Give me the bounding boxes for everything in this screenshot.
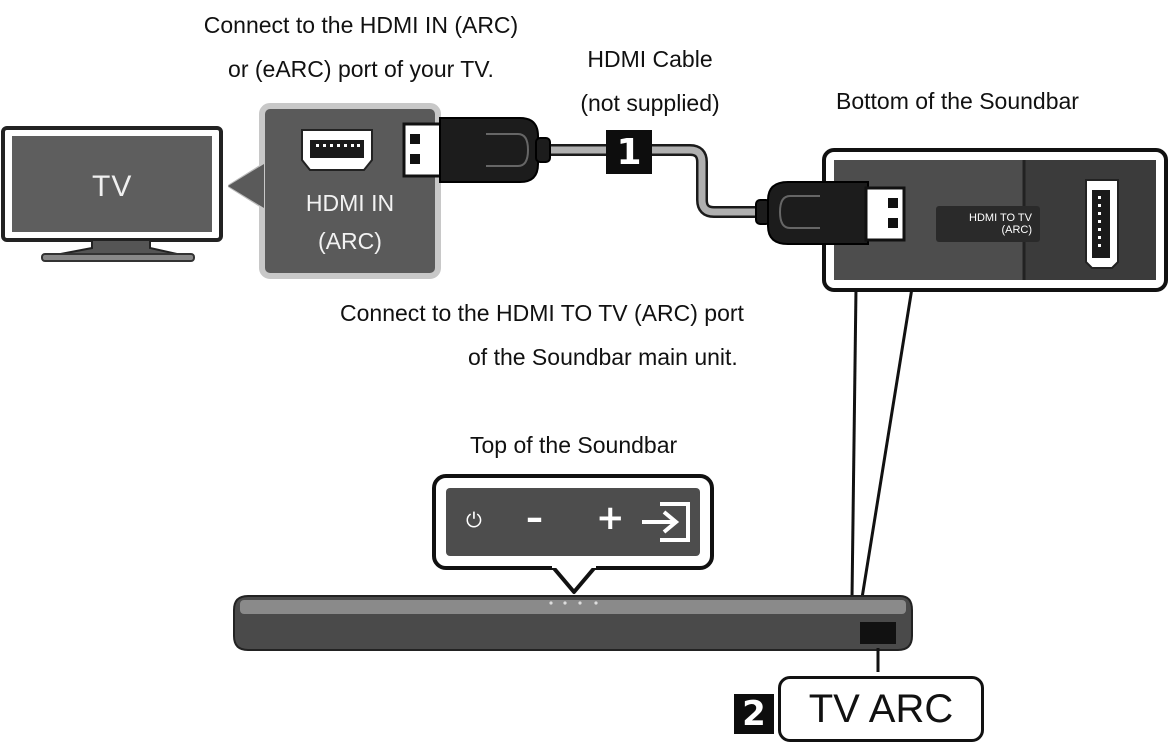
bottom-of-soundbar-label: Bottom of the Soundbar — [836, 88, 1079, 114]
tv-port-label-hdmi-in: HDMI IN — [305, 190, 395, 216]
tv-arc-indicator-label: TV ARC — [778, 676, 984, 742]
step-1-badge: 1 — [606, 130, 652, 174]
soundbar-port-label-arc: (ARC) — [1001, 224, 1032, 236]
connect-tv-instruction-line1: Connect to the HDMI IN (ARC) — [203, 12, 519, 38]
hdmi-cable — [542, 144, 776, 218]
tv-screen-label: TV — [92, 170, 133, 203]
top-of-soundbar-label: Top of the Soundbar — [470, 432, 678, 458]
connect-soundbar-instruction-line2: of the Soundbar main unit. — [468, 344, 738, 370]
source-icon — [642, 502, 690, 542]
tv-hdmi-port-callout — [228, 103, 441, 279]
connect-tv-instruction-line2: or (eARC) port of your TV. — [228, 56, 494, 82]
tv-port-label-arc: (ARC) — [318, 228, 382, 254]
hdmi-cable-note: (not supplied) — [580, 90, 720, 116]
hdmi-plug-soundbar-side — [755, 181, 906, 245]
soundbar-bottom-callout — [822, 148, 1168, 599]
tv-illustration — [1, 126, 223, 262]
connect-soundbar-instruction-line1: Connect to the HDMI TO TV (ARC) port — [340, 300, 744, 326]
hdmi-plug-tv-side — [402, 117, 551, 183]
step-2-badge: 2 — [734, 694, 774, 734]
hdmi-cable-label: HDMI Cable — [587, 46, 713, 72]
volume-down-icon: – — [526, 498, 543, 538]
soundbar-port-label-hdmi-to-tv: HDMI TO TV — [969, 212, 1032, 224]
soundbar-main-unit — [233, 595, 913, 672]
power-icon: ⏻ — [466, 508, 482, 532]
soundbar-top-callout — [432, 474, 714, 594]
volume-up-icon: + — [596, 498, 625, 538]
